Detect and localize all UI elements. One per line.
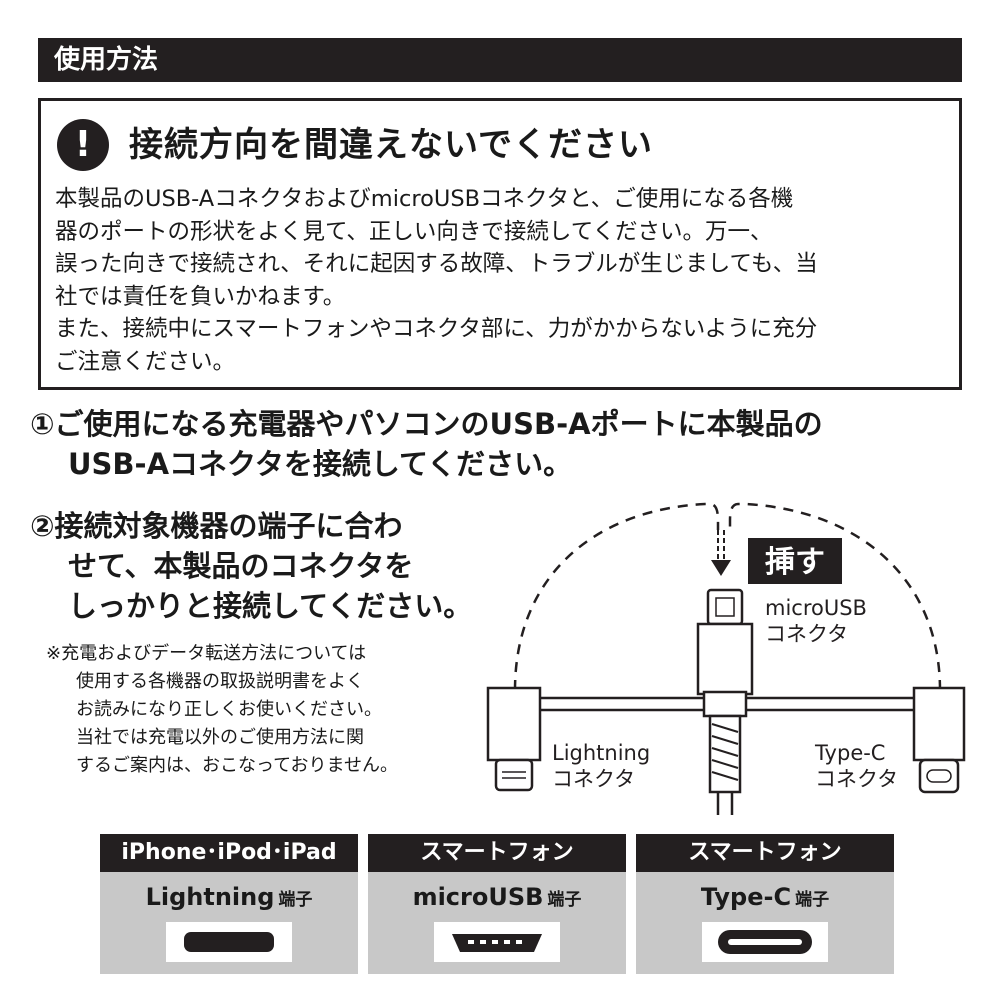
warning-line: 誤った向きで接続され、それに起因する故障、トラブルが生じましても、当 — [55, 251, 818, 277]
microusb-label-2: コネクタ — [765, 622, 848, 646]
cable-diagram: 挿す microUSB コネクタ Lightning コネクタ Type-C コ… — [486, 502, 966, 815]
note-line: お読みになり正しくお使いください。 — [76, 699, 382, 720]
microusb-label-1: microUSB — [765, 596, 867, 620]
section-header: 使用方法 — [38, 38, 962, 82]
lightning-connector — [486, 686, 542, 792]
card-device: スマートフォン — [368, 834, 626, 872]
insert-arrow-icon — [711, 530, 731, 576]
warning-line: 器のポートの形状をよく見て、正しい向きで接続してください。万一、 — [55, 218, 773, 245]
cable-strain-relief — [708, 714, 742, 815]
card-port-name: Lightning — [145, 883, 275, 911]
usage-note: ※充電およびデータ転送方法については 使用する各機器の取扱説明書をよく お読みに… — [46, 640, 456, 780]
microusb-plug-body — [696, 622, 754, 696]
typec-label-1: Type-C — [814, 741, 885, 765]
warning-title: 接続方向を間違えないでください — [129, 125, 653, 165]
step-2: ②接続対象機器の端子に合わ せて、本製品のコネクタを しっかりと接続してください… — [30, 506, 490, 626]
dashed-arc-left — [513, 502, 720, 691]
microusb-plug-tip — [706, 588, 744, 626]
typec-label-2: コネクタ — [815, 767, 898, 791]
warning-line: また、接続中にスマートフォンやコネクタ部に、力がかからないように充分 — [55, 316, 818, 342]
insert-label: 挿す — [765, 545, 825, 580]
step-2-line: しっかりと接続してください。 — [68, 589, 473, 623]
section-title: 使用方法 — [54, 45, 159, 75]
card-socket-frame — [434, 922, 560, 962]
lightning-label-2: コネクタ — [552, 767, 635, 791]
step-1-line: USB-Aコネクタを接続してください。 — [68, 447, 573, 481]
exclamation-icon: ! — [57, 119, 109, 171]
note-line: 使用する各機器の取扱説明書をよく — [76, 671, 364, 692]
card-device: スマートフォン — [636, 834, 894, 872]
microusb-socket-icon — [452, 934, 542, 952]
warning-box: ! 接続方向を間違えないでください 本製品のUSB-AコネクタおよびmicroU… — [38, 98, 962, 390]
warning-line: ご注意ください。 — [55, 348, 236, 375]
step-1-line: ①ご使用になる充電器やパソコンのUSB-Aポートに本製品の — [30, 407, 823, 441]
typec-socket-icon — [718, 930, 812, 954]
note-line: するご案内は、おこなっておりません。 — [76, 755, 399, 776]
card-port-suffix: 端子 — [547, 890, 582, 910]
typec-connector — [912, 686, 966, 794]
card-port-name: Type-C — [700, 883, 792, 911]
card-port-suffix: 端子 — [278, 890, 313, 910]
card-port-name: microUSB — [412, 883, 544, 911]
note-line: ※充電およびデータ転送方法については — [46, 643, 367, 664]
step-1: ①ご使用になる充電器やパソコンのUSB-Aポートに本製品の USB-Aコネクタを… — [30, 404, 970, 484]
dashed-arc-right — [728, 502, 942, 691]
lightning-socket-icon — [184, 932, 274, 952]
insert-badge — [748, 538, 842, 584]
warning-line: 本製品のUSB-AコネクタおよびmicroUSBコネクタと、ご使用になる各機 — [55, 186, 794, 212]
step-2-line: せて、本製品のコネクタを — [68, 549, 414, 583]
warning-body: 本製品のUSB-AコネクタおよびmicroUSBコネクタと、ご使用になる各機 器… — [55, 183, 945, 378]
card-device: iPhone･iPod･iPad — [100, 834, 358, 872]
card-port-suffix: 端子 — [795, 890, 830, 910]
warning-line: 社では責任を負いかねます。 — [55, 283, 346, 310]
card-socket-frame — [166, 922, 292, 962]
lightning-label-1: Lightning — [552, 741, 650, 765]
note-line: 当社では充電以外のご使用方法に関 — [76, 727, 364, 748]
step-2-line: ②接続対象機器の端子に合わ — [30, 509, 403, 543]
card-socket-frame — [702, 922, 828, 962]
